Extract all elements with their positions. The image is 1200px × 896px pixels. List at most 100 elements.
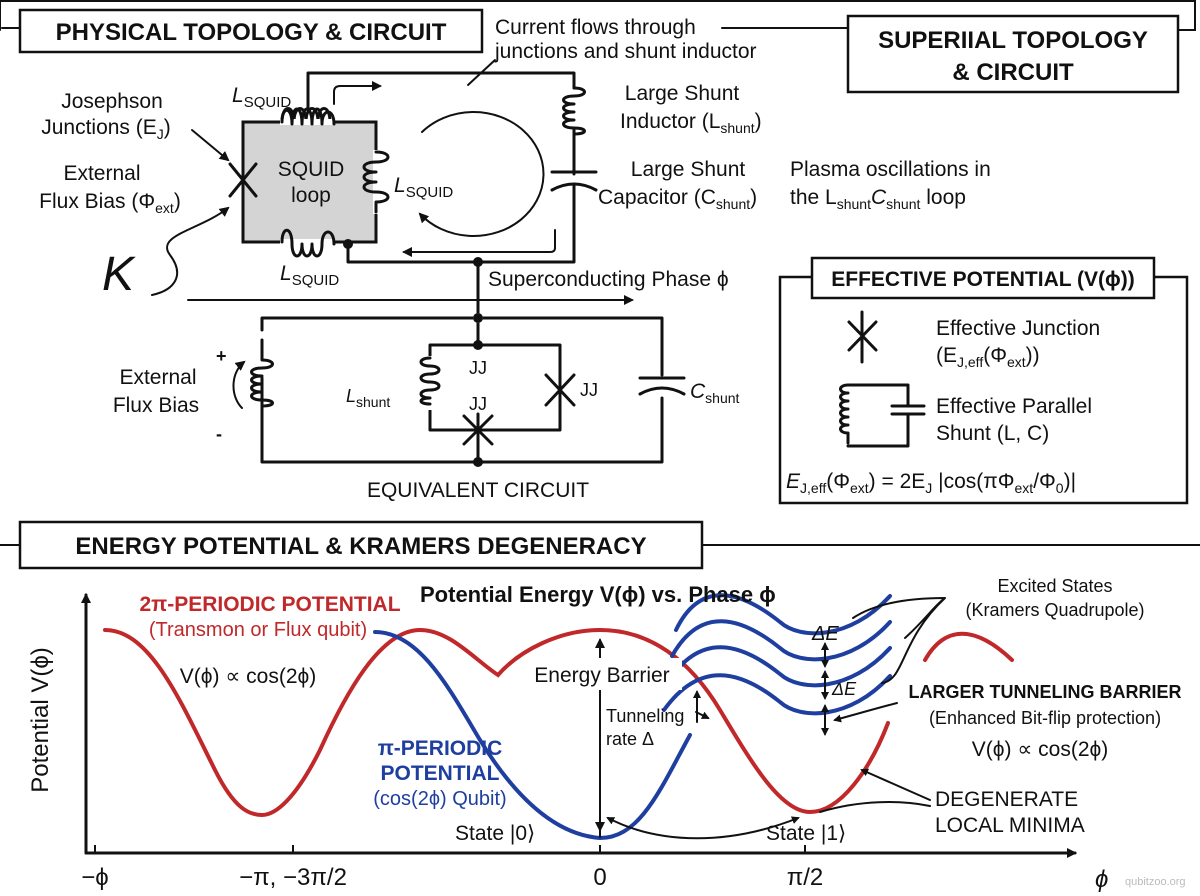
flux-bias-inductor-icon: [250, 338, 274, 422]
series-blue-subtitle: (cos(2ϕ) Qubit): [373, 788, 506, 810]
larger-barrier-title: LARGER TUNNELING BARRIER: [909, 682, 1182, 702]
excited-level-3: [670, 619, 892, 662]
x-axis-label: ϕ: [1095, 866, 1108, 893]
shunt-capacitor-label: Large Shunt Capacitor (Cshunt): [598, 158, 757, 212]
svg-text:Effective Parallel: Effective Parallel: [936, 395, 1092, 418]
equivalent-circuit: + - External Flux Bias JJ JJ JJ Lshunt C…: [113, 313, 740, 502]
current-arrow-top: [333, 81, 382, 105]
effective-shunt-icon: [839, 383, 926, 448]
svg-text:Josephson: Josephson: [61, 90, 163, 113]
svg-text:-: -: [216, 424, 222, 444]
phase-label: Superconducting Phase ϕ: [488, 268, 729, 291]
y-axis-label: Potential V(ϕ): [27, 647, 54, 793]
larger-barrier-formula: V(ϕ) ∝ cos(2ϕ): [972, 738, 1109, 761]
svg-text:LSQUID: LSQUID: [394, 174, 453, 201]
excited-level-4: [674, 593, 892, 636]
svg-text:Effective Junction: Effective Junction: [936, 317, 1100, 340]
svg-text:Shunt (L, C): Shunt (L, C): [936, 422, 1049, 445]
flux-bias-arrow: [232, 360, 246, 409]
svg-text:JJ: JJ: [469, 394, 487, 414]
svg-text:Flux Bias (Φext): Flux Bias (Φext): [39, 190, 181, 216]
svg-text:SQUID: SQUID: [278, 158, 345, 181]
excited-level-2: [666, 645, 892, 688]
jj-right-icon: [544, 373, 576, 407]
x-tick-label: 0: [593, 864, 606, 891]
jj-bottom-icon: [462, 412, 494, 448]
series-blue-name-line1: π-PERIODIC: [378, 737, 503, 760]
x-tick-label: −π, −3π/2: [239, 864, 347, 891]
svg-text:JJ: JJ: [580, 380, 598, 400]
degenerate-line1: DEGENERATE: [935, 788, 1078, 811]
degenerate-line2: LOCAL MINIMA: [935, 814, 1085, 837]
effective-potential-panel: EFFECTIVE POTENTIAL (V(ϕ)) Effective Jun…: [778, 256, 1189, 505]
svg-text:loop: loop: [291, 184, 331, 207]
shunt-inductor-icon: [562, 86, 586, 136]
delta-e-label-2: ΔE: [831, 679, 857, 699]
svg-text:SUPERIIAL TOPOLOGY: SUPERIIAL TOPOLOGY: [878, 27, 1148, 54]
effective-junction-icon: [847, 310, 878, 364]
larger-barrier-subtitle: (Enhanced Bit-flip protection): [929, 708, 1161, 728]
c-shunt-capacitor-icon: [638, 376, 686, 396]
series-blue-curve: [373, 630, 692, 841]
current-arrow-bottom: [402, 229, 556, 257]
squid-bottom-inductor-icon: [280, 228, 336, 258]
l-squid-label-top: LSQUID: [232, 84, 291, 111]
squid-right-inductor-icon: [362, 150, 390, 214]
svg-text:JJ: JJ: [469, 358, 487, 378]
series-red-curve-fragment: [923, 631, 1014, 662]
svg-text:External: External: [63, 162, 140, 185]
svg-text:LSQUID: LSQUID: [280, 262, 339, 289]
external-flux-label: External Flux Bias (Φext): [39, 162, 181, 216]
state-1-label: State |1⟩: [766, 822, 846, 845]
svg-text:EQUIVALENT CIRCUIT: EQUIVALENT CIRCUIT: [367, 479, 589, 502]
svg-text:Large Shunt: Large Shunt: [625, 82, 740, 105]
excited-states-pointers: [852, 597, 946, 684]
section-title-superial: SUPERIIAL TOPOLOGY & CIRCUIT: [846, 14, 1180, 94]
shunt-inductor-label: Large Shunt Inductor (Lshunt): [620, 82, 762, 136]
circulating-current-arrow: [418, 111, 545, 237]
svg-text:Inductor (Lshunt): Inductor (Lshunt): [620, 110, 762, 136]
plasma-oscillation-label: Plasma oscillations in the LshuntCshunt …: [790, 158, 991, 212]
energy-barrier-label: Energy Barrier: [534, 664, 669, 687]
jj-pointer-arrow: [191, 129, 230, 162]
l-shunt-inductor-icon: [419, 356, 441, 406]
svg-text:Plasma oscillations in: Plasma oscillations in: [790, 158, 991, 181]
series-red-subtitle: (Transmon or Flux qubit): [149, 619, 367, 641]
svg-text:& CIRCUIT: & CIRCUIT: [952, 59, 1074, 86]
svg-text:the LshuntCshunt loop: the LshuntCshunt loop: [790, 186, 966, 212]
shunt-capacitor-icon: [550, 170, 598, 192]
svg-text:LSQUID: LSQUID: [232, 84, 291, 111]
svg-text:EFFECTIVE POTENTIAL (V(ϕ)): EFFECTIVE POTENTIAL (V(ϕ)): [831, 268, 1135, 291]
tunneling-label-line1: Tunneling: [606, 706, 684, 726]
chart-title: Potential Energy V(ϕ) vs. Phase ϕ: [420, 582, 776, 607]
svg-text:Flux Bias: Flux Bias: [113, 394, 199, 417]
svg-text:Junctions (EJ): Junctions (EJ): [41, 116, 171, 142]
svg-text:EJ,eff(Φext) = 2EJ |cos(πΦext/: EJ,eff(Φext) = 2EJ |cos(πΦext/Φ0)|: [786, 470, 1076, 496]
flux-pointer-arrow: [151, 206, 230, 296]
excited-level-1: [662, 673, 892, 716]
svg-text:PHYSICAL TOPOLOGY & CIRCUIT: PHYSICAL TOPOLOGY & CIRCUIT: [56, 19, 447, 46]
section-title-physical: PHYSICAL TOPOLOGY & CIRCUIT: [18, 8, 484, 54]
excited-states-line1: Excited States: [997, 576, 1112, 596]
outer-circuit-wire: [306, 71, 576, 264]
tunneling-label-line2: rate Δ: [606, 729, 654, 749]
series-red-formula: V(ϕ) ∝ cos(2ϕ): [180, 665, 317, 688]
l-squid-label-right: LSQUID: [394, 174, 453, 201]
l-squid-label-bottom: LSQUID: [280, 262, 339, 289]
josephson-junctions-label: Josephson Junctions (EJ): [41, 90, 171, 142]
delta-e-label-1: ΔE: [811, 623, 839, 645]
x-tick-label: −ϕ: [81, 864, 108, 891]
svg-text:External: External: [119, 366, 196, 389]
series-blue-name-line2: POTENTIAL: [381, 762, 500, 785]
handwriting-mark: K: [102, 248, 136, 301]
section-title-energy: ENERGY POTENTIAL & KRAMERS DEGENERACY: [18, 520, 704, 570]
svg-text:+: +: [216, 346, 227, 366]
top-frame-line: [0, 0, 1196, 31]
squid-junction-icon: [228, 162, 258, 198]
current-note-line1: Current flows through: [495, 16, 696, 39]
x-tick-label: π/2: [787, 864, 824, 891]
x-ticks: −ϕ −π, −3π/2 0 π/2: [81, 845, 823, 891]
series-red-curve: [103, 627, 890, 818]
series-red-name: 2π-PERIODIC POTENTIAL: [139, 593, 400, 616]
